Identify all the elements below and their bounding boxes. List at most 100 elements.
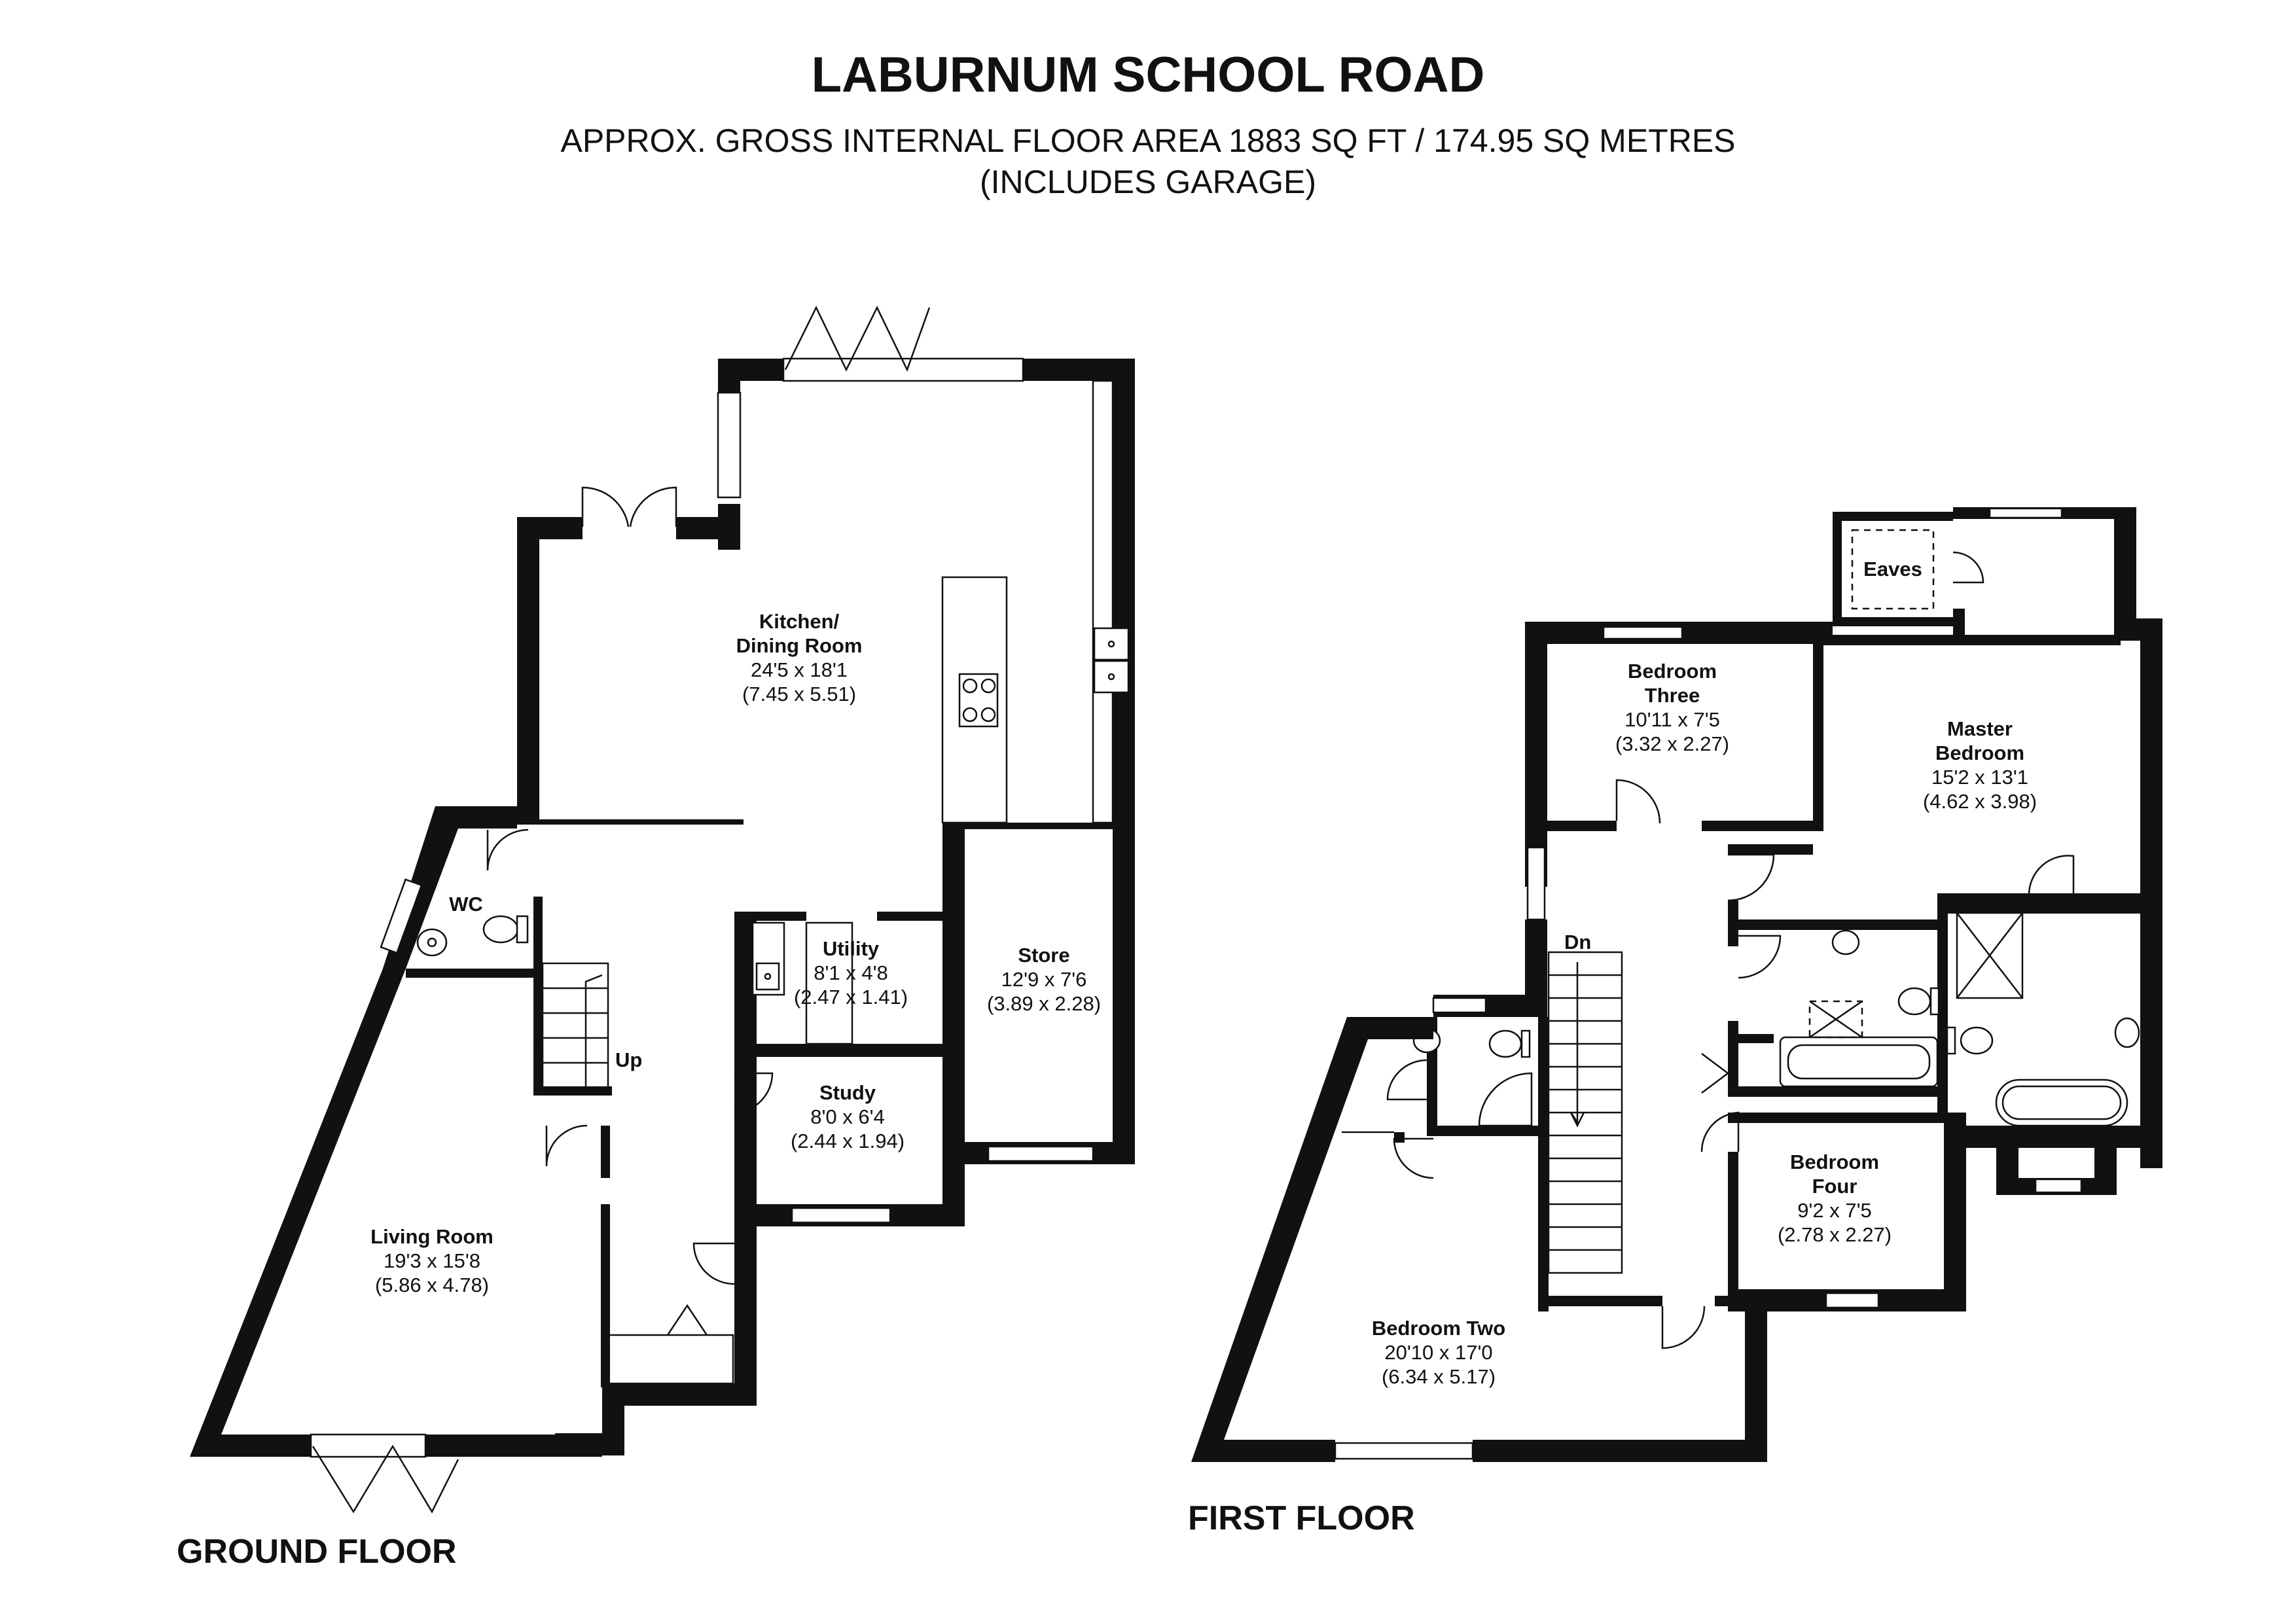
bifold-door-icon (782, 306, 1024, 382)
staircase-down (1547, 951, 1623, 1274)
wall (1113, 359, 1135, 1164)
door-swing (666, 1304, 708, 1336)
bedroom-two-dim-imperial: 20'10 x 17'0 (1384, 1341, 1492, 1364)
bedroom-three-dim-metric: (3.32 x 2.27) (1615, 732, 1729, 755)
first-floor-label: FIRST FLOOR (1188, 1499, 1415, 1537)
wall (1715, 1296, 1741, 1306)
kitchen-name-1: Kitchen/ (759, 610, 840, 633)
wall (1813, 635, 1823, 831)
wall (1745, 1302, 1767, 1462)
wall (1833, 617, 1953, 626)
door-swing (545, 1124, 588, 1167)
wall (942, 1164, 965, 1226)
wall (1728, 1152, 1738, 1302)
shower-tray-line (1956, 912, 2023, 999)
wall (1728, 927, 1738, 946)
wall (1944, 1113, 1966, 1289)
wall (942, 823, 965, 1156)
master-bedroom-name-2: Bedroom (1935, 741, 2024, 764)
eaves-label: Eaves (1863, 558, 1922, 580)
front-door-swing (692, 1242, 735, 1285)
bifold-door-icon (310, 1433, 459, 1514)
wall (1813, 635, 2121, 645)
bedroom-four-dim-metric: (2.78 x 2.27) (1778, 1223, 1892, 1246)
ground-floor-label: GROUND FLOOR (177, 1533, 457, 1571)
freestanding-bath-icon (1995, 1079, 2128, 1127)
wall (601, 1204, 610, 1387)
shower-tray (1956, 912, 2024, 999)
kitchen-dim-imperial: 24'5 x 18'1 (751, 658, 848, 681)
utility-dim-metric: (2.47 x 1.41) (794, 986, 908, 1008)
toilet-icon (1488, 1029, 1531, 1058)
wall (1728, 919, 1937, 930)
loft-hatch (1808, 1000, 1863, 1039)
wall (1525, 622, 1547, 847)
wall (539, 819, 744, 825)
wall (425, 1435, 602, 1457)
store-name: Store (1018, 944, 1069, 967)
wall (533, 1086, 612, 1096)
wall (1702, 821, 1823, 831)
living-room-dim-metric: (5.86 x 4.78) (375, 1274, 489, 1296)
porch-cupboard (607, 1334, 734, 1385)
study-dim-metric: (2.44 x 1.94) (791, 1130, 905, 1152)
door-swing (1738, 935, 1782, 979)
master-bedroom-name-1: Master (1947, 717, 2013, 740)
wall (734, 1226, 757, 1383)
utility-counter (805, 921, 853, 1045)
wall (734, 1044, 942, 1057)
toilet-icon (482, 915, 529, 944)
toilet-icon (1946, 1026, 1994, 1055)
utility-dim-imperial: 8'1 x 4'8 (814, 961, 888, 984)
bedroom-four-dim-imperial: 9'2 x 7'5 (1797, 1199, 1872, 1222)
toilet-icon (1897, 987, 1940, 1016)
window (2034, 1178, 2083, 1194)
wall (1937, 893, 1948, 1119)
wall (533, 897, 543, 1093)
wall (718, 359, 783, 381)
door-swing (1661, 1306, 1706, 1349)
wall (1525, 919, 1547, 998)
wall (1728, 1086, 1944, 1097)
utility-sink-icon (751, 921, 785, 996)
wall (1728, 1034, 1738, 1086)
door-swing (1701, 1053, 1730, 1094)
wall (1953, 609, 1965, 641)
store-dim-imperial: 12'9 x 7'6 (1001, 968, 1087, 991)
window (1334, 1442, 1474, 1460)
window (1602, 626, 1683, 640)
door-swing (1386, 1059, 1427, 1101)
wall (1833, 512, 1953, 521)
kitchen-counter (1092, 380, 1114, 824)
wall (1728, 1034, 1774, 1043)
door-swing (2028, 855, 2075, 902)
wall (877, 912, 942, 921)
door-swing (734, 1072, 774, 1114)
door-swing (1727, 853, 1775, 902)
window (1526, 846, 1546, 921)
floor-area-text: APPROX. GROSS INTERNAL FLOOR AREA 1883 S… (560, 122, 1735, 159)
wall (517, 517, 539, 825)
master-bedroom-dim-metric: (4.62 x 3.98) (1923, 790, 2037, 813)
kitchen-name-2: Dining Room (736, 634, 863, 657)
window (1432, 997, 1487, 1014)
door-swing (1700, 1111, 1740, 1152)
window (1988, 507, 2063, 519)
includes-garage-note: (INCLUDES GARAGE) (980, 164, 1316, 200)
wall (718, 504, 740, 550)
bedroom-four-name-1: Bedroom (1790, 1150, 1879, 1173)
plan-title: LABURNUM SCHOOL ROAD (812, 47, 1485, 103)
wall (1538, 1017, 1549, 1311)
door-swing (1393, 1137, 1434, 1179)
wall (734, 1057, 757, 1214)
window (380, 878, 423, 954)
study-dim-imperial: 8'0 x 6'4 (810, 1105, 885, 1128)
door-swing (1952, 551, 1984, 584)
wall (406, 969, 537, 978)
wall (1728, 844, 1813, 855)
wall (190, 969, 406, 1457)
basin-icon (416, 928, 448, 957)
wall (2140, 618, 2162, 1168)
french-door-icon (581, 486, 677, 527)
washbasin-icon (2114, 1017, 2140, 1048)
